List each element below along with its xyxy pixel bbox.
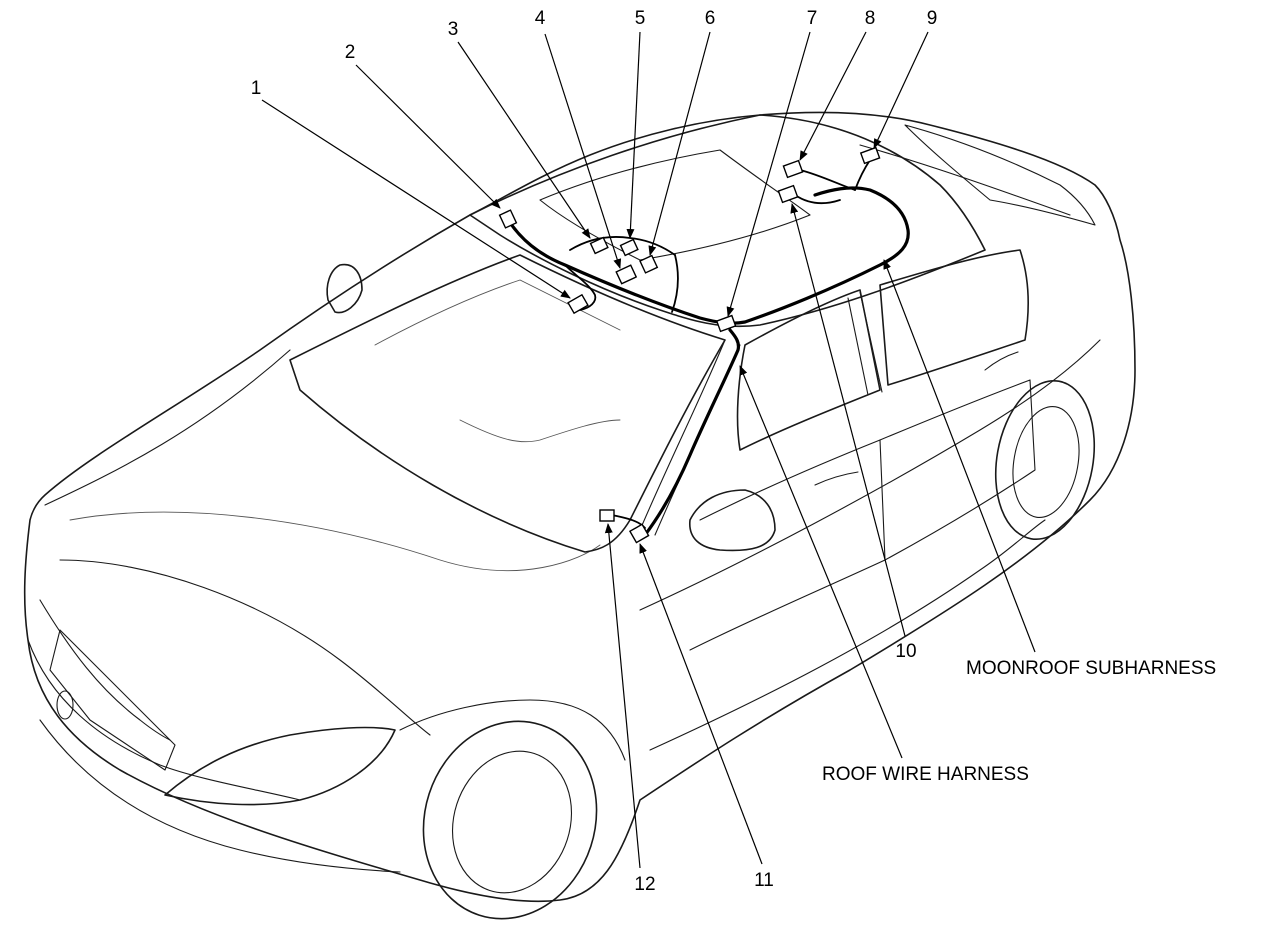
front-side-window <box>736 289 881 451</box>
rear-window <box>904 124 1096 226</box>
roof-wire-harness-label: ROOF WIRE HARNESS <box>822 764 1029 785</box>
b-pillar <box>847 291 883 396</box>
leader-11 <box>639 543 763 865</box>
connector-12 <box>599 509 615 522</box>
front-fender <box>399 699 626 761</box>
roof-panel <box>469 114 986 328</box>
hood-line <box>44 349 291 506</box>
hood-crease <box>69 511 601 572</box>
callout-2: 2 <box>345 42 356 63</box>
grille-shield <box>49 629 176 771</box>
moonroof-glass <box>539 149 811 261</box>
roof-wire-harness-a-pillar <box>643 328 741 537</box>
leader-9 <box>873 31 929 149</box>
harness-branch-9 <box>854 159 871 191</box>
trunk-line <box>859 144 1071 216</box>
far-side-mirror <box>326 263 363 314</box>
connector-2 <box>498 209 518 229</box>
a-pillar <box>639 339 741 536</box>
harness-branch-6 <box>671 254 679 313</box>
dashboard-edge <box>459 419 621 443</box>
front-wheel-rim <box>451 750 573 894</box>
connector-6 <box>639 254 659 274</box>
rear-wheel <box>994 379 1096 541</box>
rear-door-handle <box>984 351 1019 371</box>
leader-6 <box>648 31 711 256</box>
connector-4 <box>615 264 638 285</box>
rear-door <box>879 379 1036 561</box>
callout-3: 3 <box>448 19 459 40</box>
leader-1 <box>261 99 571 299</box>
front-door <box>689 439 886 651</box>
callout-12: 12 <box>634 874 655 895</box>
connector-5 <box>619 238 639 257</box>
leader-8 <box>799 31 867 161</box>
rear-wheel-rim <box>1012 406 1080 518</box>
windshield-reflection <box>374 279 621 346</box>
emblem <box>56 690 74 720</box>
connector-7 <box>715 314 737 333</box>
front-wheel <box>422 720 598 920</box>
callout-9: 9 <box>927 8 938 29</box>
leader-10 <box>790 203 906 637</box>
side-body-line <box>639 339 1101 611</box>
leader-moonroof <box>883 259 1036 653</box>
leader-12 <box>604 523 641 869</box>
body-silhouette <box>23 111 1136 903</box>
connector-11 <box>628 523 650 544</box>
leader-3 <box>457 41 591 239</box>
callout-7: 7 <box>807 8 818 29</box>
callout-4: 4 <box>535 8 546 29</box>
harness-branch-1 <box>564 264 597 311</box>
side-mirror <box>689 489 776 552</box>
connector-1 <box>567 293 589 315</box>
callout-10: 10 <box>895 641 916 662</box>
harness-runs <box>503 159 910 537</box>
harness-branch-10 <box>794 194 841 205</box>
front-door-handle <box>814 471 859 486</box>
grille-upper <box>39 599 171 741</box>
headlight <box>164 726 396 806</box>
connector-3 <box>589 236 609 255</box>
moonroof-subharness-label: MOONROOF SUBHARNESS <box>966 658 1216 679</box>
rear-side-window <box>879 249 1030 386</box>
callout-numbers: 1 2 3 4 5 6 7 8 9 10 11 12 <box>251 8 938 895</box>
leader-roof <box>739 365 903 759</box>
front-bumper <box>27 639 301 801</box>
connectors <box>498 146 881 544</box>
connector-9 <box>859 146 881 165</box>
callout-1: 1 <box>251 78 262 99</box>
greenhouse <box>289 114 1096 651</box>
connector-10 <box>777 184 799 204</box>
leader-5 <box>626 31 641 239</box>
leader-lines <box>261 31 1036 869</box>
windshield <box>289 254 726 553</box>
connector-8 <box>782 159 804 179</box>
car-outline <box>23 111 1136 920</box>
leader-7 <box>726 31 811 317</box>
lower-intake <box>39 719 401 873</box>
leader-4 <box>544 33 622 269</box>
callout-8: 8 <box>865 8 876 29</box>
callout-6: 6 <box>705 8 716 29</box>
hood-center <box>59 559 431 736</box>
harness-branch-8 <box>799 169 856 191</box>
harness-labels: MOONROOF SUBHARNESS ROOF WIRE HARNESS <box>822 658 1216 785</box>
leader-2 <box>355 64 501 209</box>
callout-5: 5 <box>635 8 646 29</box>
rocker-line <box>649 519 1046 751</box>
roof-wire-harness-front <box>503 186 910 325</box>
callout-11: 11 <box>754 870 774 891</box>
